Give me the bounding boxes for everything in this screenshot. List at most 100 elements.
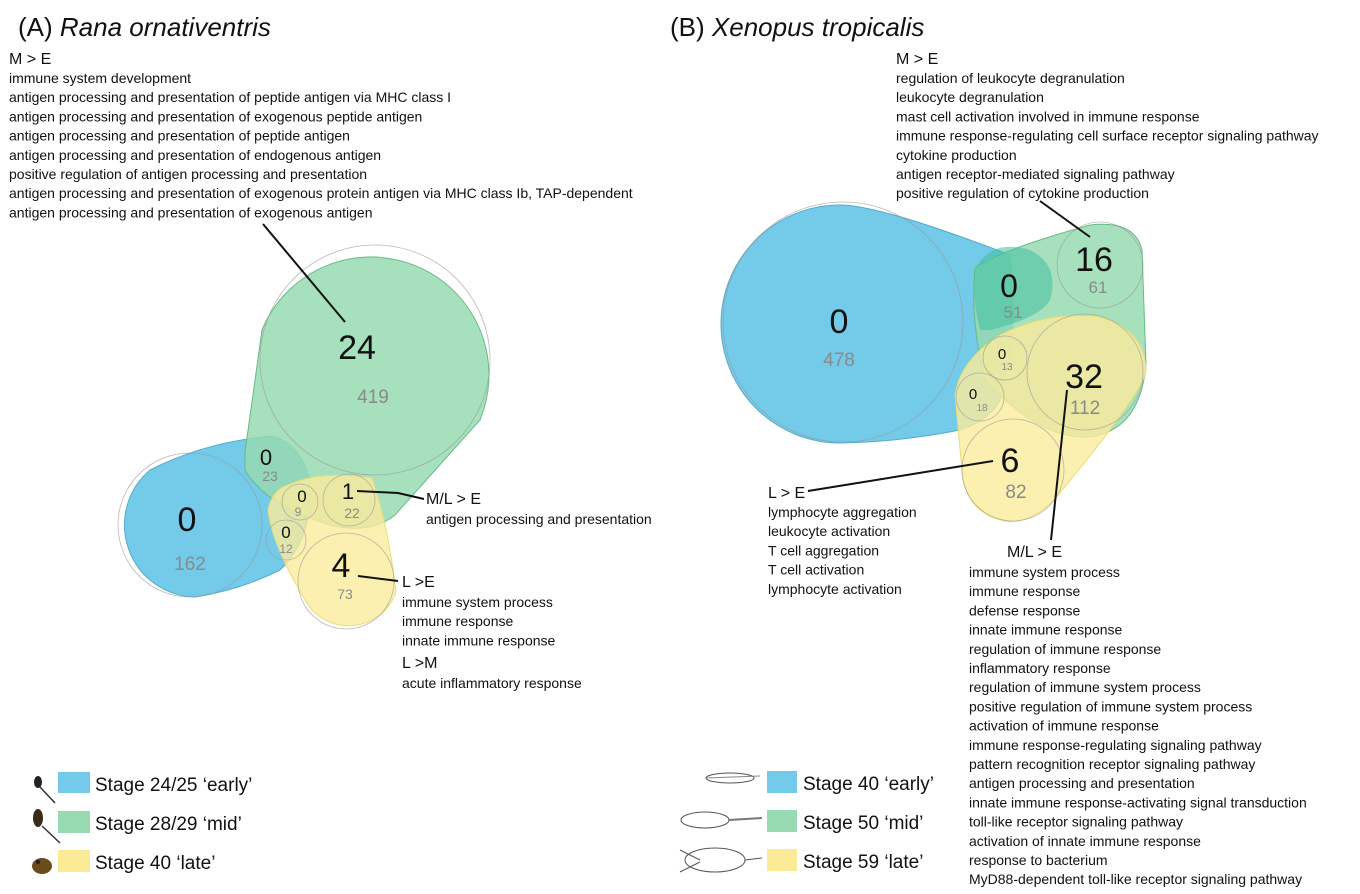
froglet-icon — [32, 858, 52, 874]
go-term: positive regulation of antigen processin… — [9, 166, 367, 182]
go-term: antigen processing and presentation of p… — [9, 128, 350, 144]
go-term: antigen processing and presentation of e… — [9, 147, 381, 163]
go-term: antigen processing and presentation of e… — [9, 185, 633, 201]
go-term: immune system development — [9, 70, 191, 86]
venn-b-labels: 0 478 16 61 0 51 0 13 0 18 32 112 6 82 — [823, 241, 1113, 503]
go-term: response to bacterium — [969, 852, 1108, 868]
a-lm-terms: acute inflammatory response — [402, 675, 582, 691]
a-early-mid-total: 23 — [262, 468, 278, 484]
b-early-mid-sig: 0 — [1000, 268, 1018, 304]
legend-b-early-swatch — [767, 771, 797, 793]
venn-b-subcircles — [722, 201, 1144, 522]
legend-b-late-label: Stage 59 ‘late’ — [803, 852, 923, 873]
go-term: positive regulation of cytokine producti… — [896, 185, 1149, 201]
a-lm-header: L >M — [402, 655, 437, 672]
a-me-header: M > E — [9, 51, 51, 68]
go-term: innate immune response-activating signal… — [969, 794, 1307, 810]
go-term: defense response — [969, 602, 1081, 618]
a-early-mid-sig: 0 — [260, 445, 272, 470]
go-term: cytokine production — [896, 147, 1017, 163]
a-early-late-sig: 0 — [281, 523, 290, 542]
go-term: regulation of immune system process — [969, 679, 1201, 695]
a-mid-only-total: 419 — [357, 387, 389, 408]
b-le-terms: lymphocyte aggregation leukocyte activati… — [768, 504, 917, 597]
a-le-header: L >E — [402, 574, 435, 591]
go-term: toll-like receptor signaling pathway — [969, 814, 1183, 830]
b-all-sig: 0 — [998, 346, 1006, 363]
go-term: regulation of leukocyte degranulation — [896, 70, 1125, 86]
b-leader-lines — [807, 200, 1091, 541]
legend-a-early-label: Stage 24/25 ‘early’ — [95, 775, 252, 796]
go-term: activation of immune response — [969, 718, 1159, 734]
legend-b-early-label: Stage 40 ‘early’ — [803, 774, 934, 795]
venn-a-late-set — [267, 474, 397, 627]
b-all-total: 13 — [1001, 362, 1013, 373]
go-term: T cell aggregation — [768, 542, 879, 558]
b-early-late-total: 18 — [976, 403, 988, 414]
venn-a-subcircles — [117, 244, 491, 630]
b-late-only-sig: 6 — [1001, 442, 1020, 480]
legend-b-mid-label: Stage 50 ‘mid’ — [803, 813, 923, 834]
b-me-header: M > E — [896, 51, 938, 68]
go-term: positive regulation of immune system pro… — [969, 698, 1252, 714]
b-mid-late-sig: 32 — [1065, 358, 1103, 396]
go-term: antigen processing and presentation of e… — [9, 204, 373, 220]
panel-a-title: (A) Rana ornativentris — [18, 12, 271, 42]
go-term: leukocyte activation — [768, 523, 890, 539]
go-term: activation of innate immune response — [969, 833, 1201, 849]
a-mid-only-sig: 24 — [338, 329, 376, 367]
b-early-only-sig: 0 — [830, 303, 849, 341]
go-term: leukocyte degranulation — [896, 89, 1044, 105]
b-mid-only-total: 61 — [1089, 278, 1108, 297]
a-early-only-sig: 0 — [178, 501, 197, 539]
xenopus-mid-icon — [680, 811, 763, 829]
xenopus-early-icon — [705, 772, 761, 784]
go-term: inflammatory response — [969, 660, 1111, 676]
a-mle-header: M/L > E — [426, 491, 481, 508]
a-leader-lines — [262, 223, 425, 582]
b-early-mid-total: 51 — [1004, 303, 1023, 322]
go-term: antigen processing and presentation of p… — [9, 89, 451, 105]
go-term: lymphocyte aggregation — [768, 504, 917, 520]
tadpole-mid-icon — [33, 809, 61, 844]
go-term: acute inflammatory response — [402, 675, 582, 691]
b-late-only-total: 82 — [1005, 482, 1026, 503]
legend-a-mid-label: Stage 28/29 ‘mid’ — [95, 814, 242, 835]
go-term: MyD88-dependent toll-like receptor signa… — [969, 871, 1302, 887]
xenopus-late-icon — [679, 847, 763, 873]
b-le-header: L > E — [768, 485, 805, 502]
go-term: immune response — [969, 583, 1080, 599]
a-all-total: 9 — [295, 505, 302, 519]
venn-a — [123, 256, 490, 627]
go-term: innate immune response — [402, 632, 556, 648]
go-term: immune system process — [969, 564, 1120, 580]
legend-b: Stage 40 ‘early’ Stage 50 ‘mid’ Stage 59… — [679, 771, 934, 873]
go-term: lymphocyte activation — [768, 581, 902, 597]
legend-a-early-swatch — [58, 772, 90, 793]
legend-a-late-swatch — [58, 850, 90, 872]
a-me-terms: immune system development antigen process… — [9, 70, 633, 220]
legend-a-late-label: Stage 40 ‘late’ — [95, 853, 215, 874]
b-mle-header: M/L > E — [1007, 544, 1062, 561]
legend-b-mid-swatch — [767, 810, 797, 832]
tadpole-early-icon — [34, 776, 56, 804]
a-early-only-total: 162 — [174, 554, 206, 575]
go-term: T cell activation — [768, 562, 864, 578]
go-term: antigen receptor-mediated signaling path… — [896, 166, 1175, 182]
go-term: immune response — [402, 613, 513, 629]
a-early-late-total: 12 — [279, 542, 293, 556]
venn-a-labels: 0 162 24 419 0 23 0 9 0 12 1 22 4 73 — [174, 329, 389, 602]
panel-b-title: (B) Xenopus tropicalis — [670, 12, 924, 42]
go-term: antigen processing and presentation — [969, 775, 1195, 791]
go-term: mast cell activation involved in immune … — [896, 108, 1200, 124]
b-early-late-sig: 0 — [969, 386, 977, 403]
b-early-only-total: 478 — [823, 350, 855, 371]
a-late-only-total: 73 — [337, 586, 353, 602]
go-term: innate immune response — [969, 622, 1123, 638]
a-all-sig: 0 — [297, 487, 306, 506]
go-term: pattern recognition receptor signaling p… — [969, 756, 1255, 772]
legend-b-late-swatch — [767, 849, 797, 871]
go-term: antigen processing and presentation of e… — [9, 108, 422, 124]
